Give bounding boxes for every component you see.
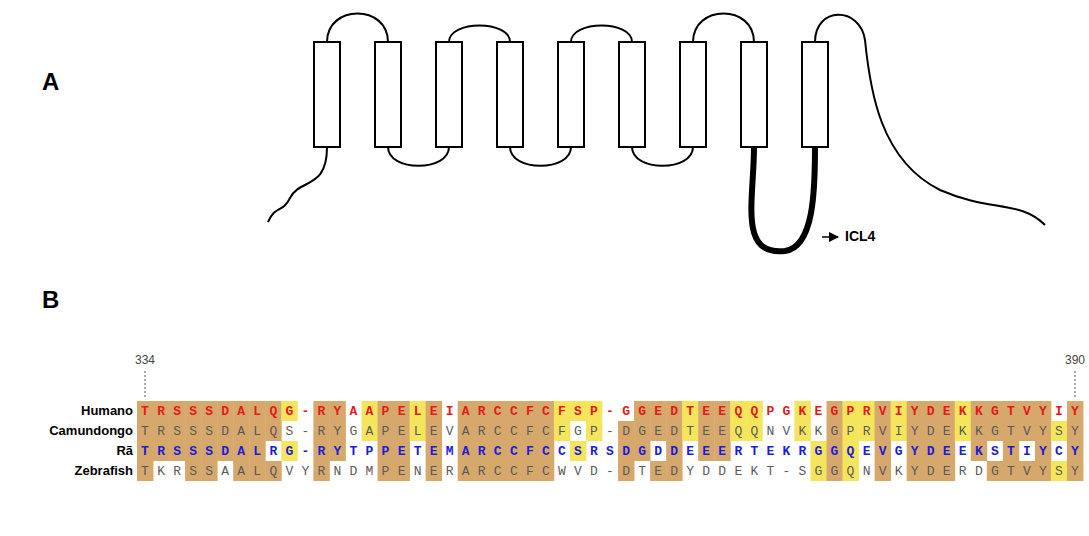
species-name: Rã xyxy=(116,444,133,458)
loop-line xyxy=(388,147,449,166)
sequence-row: TKRSSAALQVYRNDMPENERARCCFCWVD-DTEDYDDEKT… xyxy=(141,465,1087,478)
transmembrane-helix xyxy=(375,42,401,147)
position-number: 390 xyxy=(1065,354,1085,367)
loop-label: ICL4 xyxy=(845,229,875,244)
loop-line xyxy=(571,26,632,43)
pointer-arrow xyxy=(822,236,838,238)
loop-line xyxy=(815,15,1045,225)
transmembrane-helix xyxy=(558,42,584,147)
sequence-row: TRSSSDALRG-RYTPPETEMARCCFCCSRSDGDDEEERTE… xyxy=(141,445,1087,458)
loop-line xyxy=(327,14,388,43)
sequence-row: TRSSSDALQS-RYGAPELEVARCCFCFGP-DGEDTEEQQN… xyxy=(141,425,1087,438)
transmembrane-helix xyxy=(741,42,767,147)
species-name: Zebrafish xyxy=(74,464,133,478)
transmembrane-helix xyxy=(436,42,462,147)
membrane-topology xyxy=(268,14,1045,252)
icl4-loop xyxy=(751,147,815,251)
loop-line xyxy=(510,147,571,166)
position-ticks xyxy=(145,371,1075,398)
panel-letter: A xyxy=(42,69,59,95)
transmembrane-helix xyxy=(802,42,828,147)
panel-letter: B xyxy=(42,287,59,313)
tick-line xyxy=(1075,371,1076,398)
transmembrane-helix xyxy=(497,42,523,147)
loop-line xyxy=(632,147,693,166)
transmembrane-helix xyxy=(619,42,645,147)
sequence-row: TRSSSDALQG-RYAAPELEIARCCFCFSP-GGEDTEEQQP… xyxy=(141,405,1087,418)
tick-line xyxy=(145,371,146,398)
species-name: Camundongo xyxy=(49,424,133,438)
transmembrane-helix xyxy=(680,42,706,147)
loop-line xyxy=(268,147,327,222)
loop-line xyxy=(449,26,510,43)
loop-line xyxy=(693,14,754,43)
position-number: 334 xyxy=(135,354,155,367)
transmembrane-helix xyxy=(314,42,340,147)
species-name: Humano xyxy=(81,404,133,418)
